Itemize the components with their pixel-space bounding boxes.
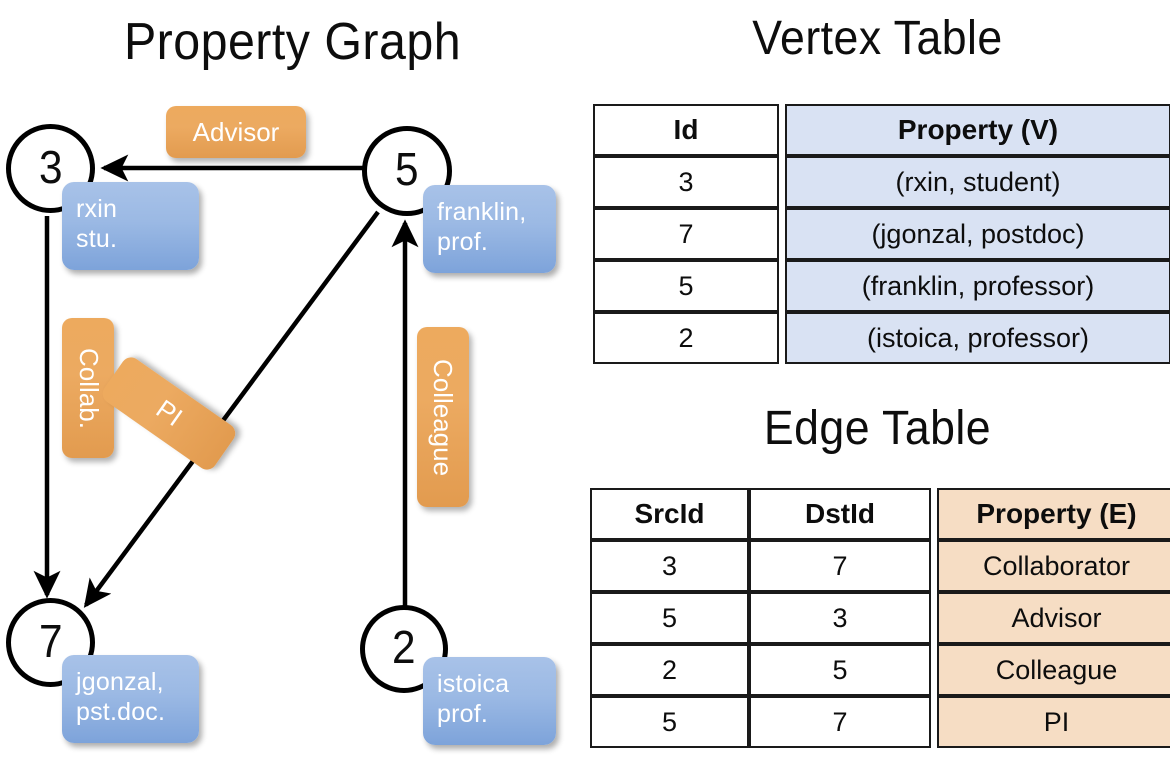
vertex-row-1-property: (jgonzal, postdoc) bbox=[785, 208, 1170, 260]
vertex-node-5-label: 5 bbox=[395, 143, 419, 195]
edge-label-advisor[interactable]: Advisor bbox=[166, 106, 306, 158]
vertex-7-property-line-2: pst.doc. bbox=[76, 698, 166, 726]
edge-label-advisor-text: Advisor bbox=[192, 116, 280, 147]
edge-row-1-dst: 3 bbox=[749, 592, 931, 644]
edge-row-3-property: PI bbox=[937, 696, 1170, 748]
vertex-node-3[interactable]: 3 bbox=[6, 124, 95, 213]
vertex-node-7-label: 7 bbox=[38, 614, 63, 667]
edge-row-3-src: 5 bbox=[590, 696, 749, 748]
vertex-table-header-row: Id Property (V) bbox=[593, 104, 1170, 156]
edge-table-header-srcid: SrcId bbox=[590, 488, 749, 540]
table-row[interactable]: 5 (franklin, professor) bbox=[593, 260, 1170, 312]
page-title-property-graph: Property Graph bbox=[123, 13, 462, 71]
vertex-2-property-box[interactable]: istoica prof. bbox=[423, 657, 556, 745]
vertex-row-2-id: 5 bbox=[593, 260, 779, 312]
vertex-3-property-line-1: rxin bbox=[76, 195, 118, 223]
edge-row-0-property: Collaborator bbox=[937, 540, 1170, 592]
edge-row-0-dst: 7 bbox=[749, 540, 931, 592]
page-title-edge-table: Edge Table bbox=[763, 402, 992, 455]
graph-edges-layer bbox=[33, 154, 419, 608]
vertex-row-2-property: (franklin, professor) bbox=[785, 260, 1170, 312]
edge-table-header-property: Property (E) bbox=[937, 488, 1170, 540]
table-row[interactable]: 2 (istoica, professor) bbox=[593, 312, 1170, 364]
vertex-node-3-label: 3 bbox=[38, 140, 63, 193]
vertex-2-property-line-2: prof. bbox=[437, 700, 489, 728]
vertex-row-0-id: 3 bbox=[593, 156, 779, 208]
table-row[interactable]: 7 (jgonzal, postdoc) bbox=[593, 208, 1170, 260]
vertex-5-property-line-1: franklin, bbox=[437, 198, 527, 226]
vertex-2-property-line-1: istoica bbox=[437, 670, 510, 698]
vertex-7-property-line-1: jgonzal, bbox=[76, 668, 164, 696]
edge-row-2-dst: 5 bbox=[749, 644, 931, 696]
vertex-row-1-id: 7 bbox=[593, 208, 779, 260]
vertex-table-header-property: Property (V) bbox=[785, 104, 1170, 156]
vertex-node-2-label: 2 bbox=[392, 621, 416, 673]
edge-table: SrcId DstId Property (E) 3 7 Collaborato… bbox=[590, 488, 1170, 748]
edge-row-1-src: 5 bbox=[590, 592, 749, 644]
table-row[interactable]: 5 7 PI bbox=[590, 696, 1170, 748]
edge-label-colleague[interactable]: Colleague bbox=[417, 327, 469, 507]
vertex-7-property-box[interactable]: jgonzal, pst.doc. bbox=[62, 655, 199, 743]
table-row[interactable]: 3 7 Collaborator bbox=[590, 540, 1170, 592]
vertex-5-property-box[interactable]: franklin, prof. bbox=[423, 185, 556, 273]
edge-row-2-src: 2 bbox=[590, 644, 749, 696]
vertex-3-property-line-2: stu. bbox=[76, 225, 118, 253]
vertex-3-property-box[interactable]: rxin stu. bbox=[62, 182, 199, 270]
vertex-table: Id Property (V) 3 (rxin, student) 7 (jgo… bbox=[593, 104, 1170, 364]
vertex-table-header-id: Id bbox=[593, 104, 779, 156]
table-row[interactable]: 5 3 Advisor bbox=[590, 592, 1170, 644]
page-title-vertex-table: Vertex Table bbox=[752, 12, 1003, 65]
edge-row-0-src: 3 bbox=[590, 540, 749, 592]
vertex-5-property-line-2: prof. bbox=[437, 228, 489, 256]
vertex-row-3-id: 2 bbox=[593, 312, 779, 364]
edge-label-collab-text: Collab. bbox=[73, 347, 104, 429]
property-graph-diagram: 3 5 7 2 rxin stu. franklin, prof. jgonza… bbox=[0, 80, 585, 760]
vertex-row-0-property: (rxin, student) bbox=[785, 156, 1170, 208]
edge-5-to-7-pi bbox=[83, 210, 380, 608]
table-row[interactable]: 2 5 Colleague bbox=[590, 644, 1170, 696]
vertex-row-3-property: (istoica, professor) bbox=[785, 312, 1170, 364]
edge-row-1-property: Advisor bbox=[937, 592, 1170, 644]
edge-label-colleague-text: Colleague bbox=[428, 358, 459, 476]
edge-table-header-dstid: DstId bbox=[749, 488, 931, 540]
edge-label-pi-text: PI bbox=[150, 393, 188, 433]
edge-row-2-property: Colleague bbox=[937, 644, 1170, 696]
table-row[interactable]: 3 (rxin, student) bbox=[593, 156, 1170, 208]
edge-table-header-row: SrcId DstId Property (E) bbox=[590, 488, 1170, 540]
edge-row-3-dst: 7 bbox=[749, 696, 931, 748]
